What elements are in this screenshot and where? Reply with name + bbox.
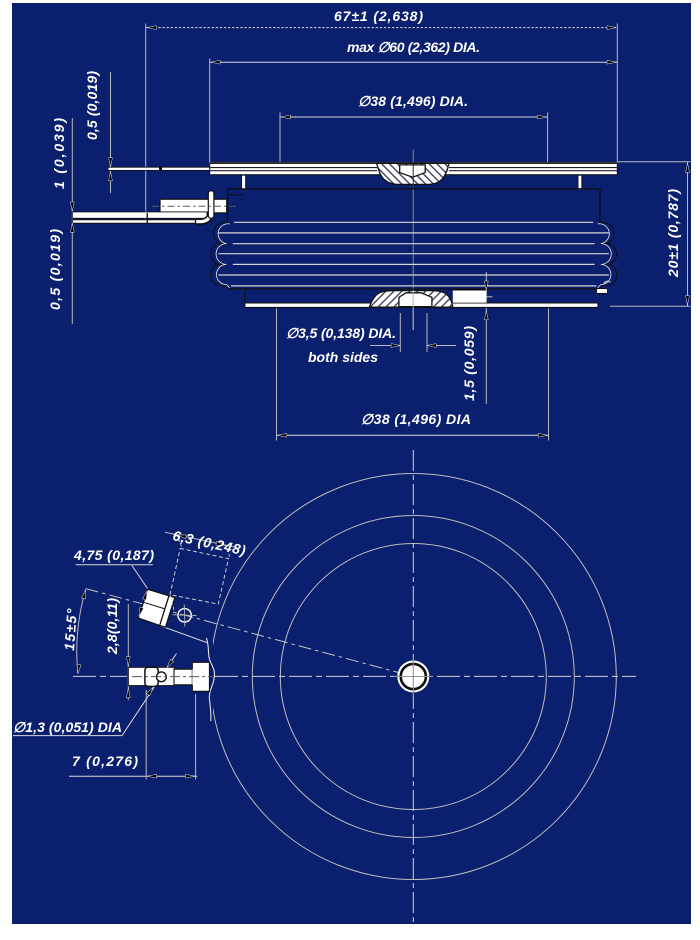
svg-text:0,5 (0,019): 0,5 (0,019) [47, 229, 63, 310]
svg-text:4,75 (0,187): 4,75 (0,187) [73, 547, 154, 563]
svg-text:∅38 (1,496) DIA: ∅38 (1,496) DIA [361, 411, 471, 427]
svg-text:max ∅60 (2,362) DIA.: max ∅60 (2,362) DIA. [347, 39, 480, 55]
svg-text:1,5 (0,059): 1,5 (0,059) [461, 326, 477, 401]
svg-text:0,5 (0,019): 0,5 (0,019) [84, 71, 100, 140]
svg-text:∅38 (1,496) DIA.: ∅38 (1,496) DIA. [358, 93, 468, 109]
svg-text:20±1 (0,787): 20±1 (0,787) [665, 189, 681, 278]
svg-text:67±1 (2,638): 67±1 (2,638) [334, 8, 423, 24]
svg-text:15±5°: 15±5° [61, 608, 80, 651]
svg-text:both sides: both sides [308, 349, 378, 365]
svg-text:∅3,5 (0,138) DIA.: ∅3,5 (0,138) DIA. [286, 325, 396, 341]
svg-text:2,8(0,11): 2,8(0,11) [104, 598, 120, 655]
svg-text:∅1,3 (0,051) DIA: ∅1,3 (0,051) DIA [13, 719, 122, 735]
